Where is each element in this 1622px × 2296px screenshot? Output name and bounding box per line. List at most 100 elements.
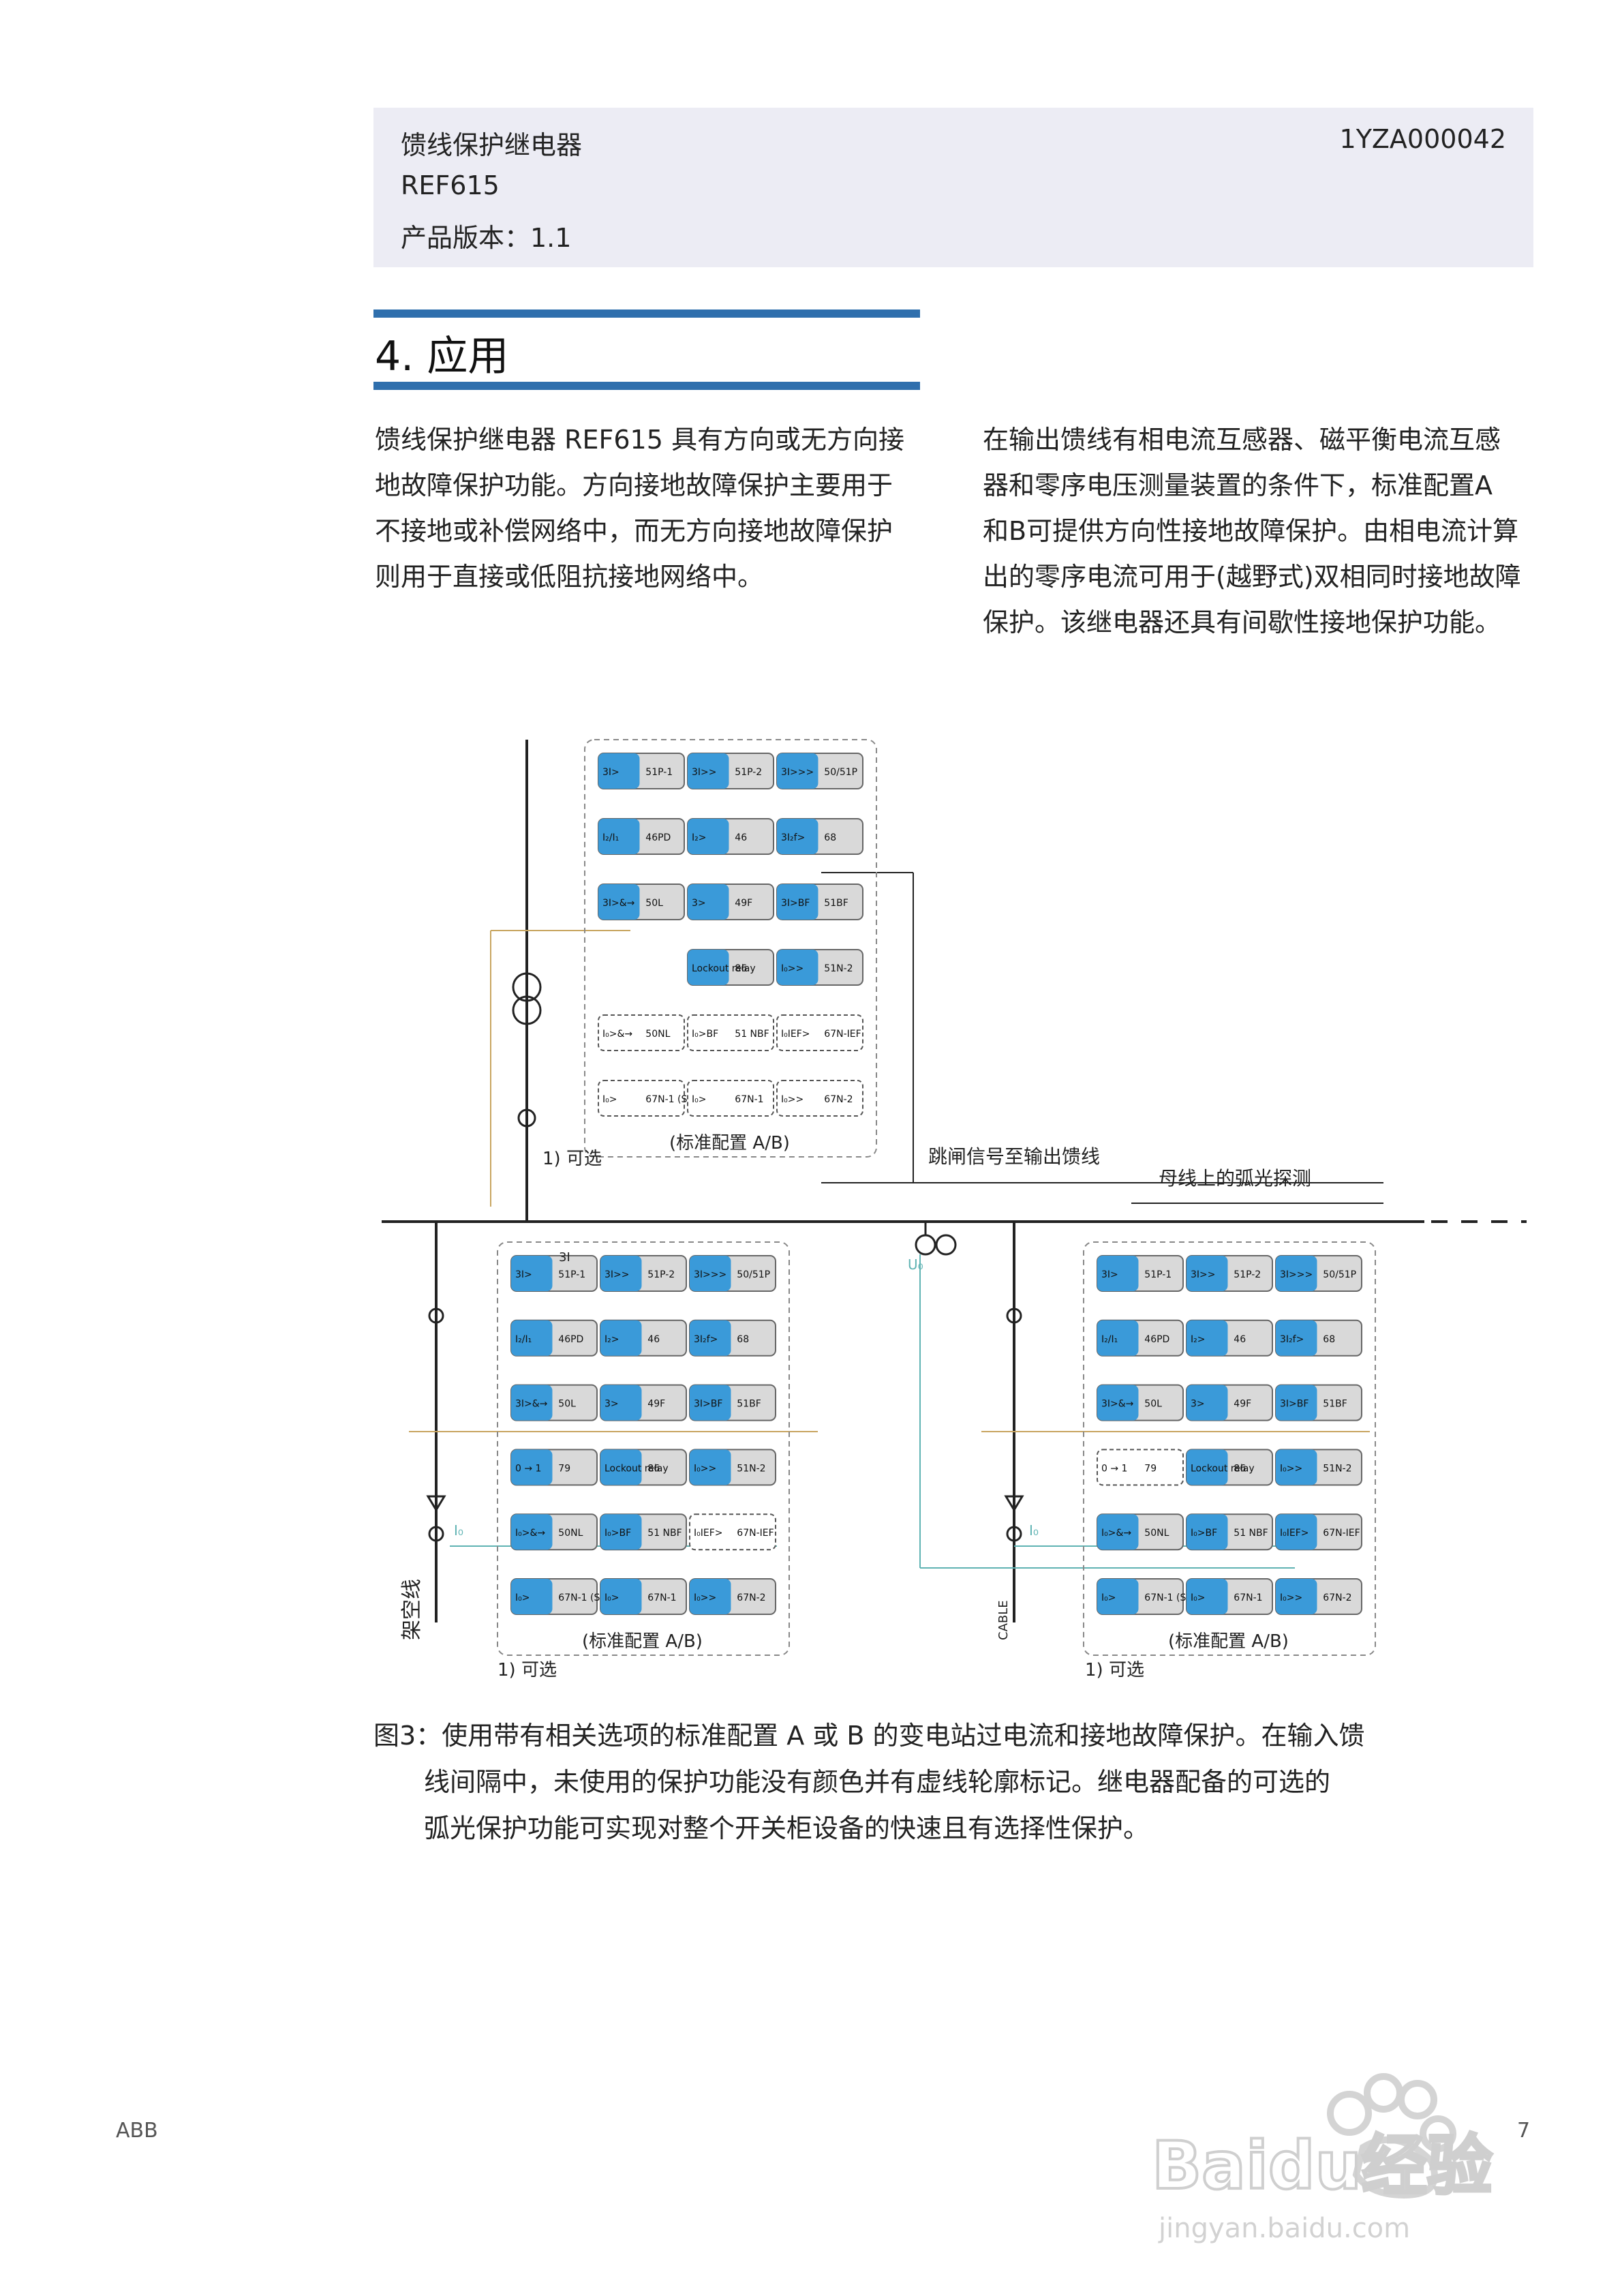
block-symbol: I₂> [692,832,706,843]
block-symbol: 3I> [602,767,619,778]
block-symbol-area [511,1579,553,1614]
relay-outline [584,739,877,1158]
function-block: I₀>67N-1 (SEF) [1097,1578,1202,1615]
block-code: 51N-2 [824,963,853,974]
block-code: 51N-2 [737,1463,765,1474]
block-symbol-area [690,1320,731,1356]
block-code: 51BF [737,1399,761,1410]
block-code: 46 [735,832,747,843]
block-code: 67N-2 [737,1592,765,1603]
block-symbol-area [1276,1449,1317,1485]
block-symbol-area [690,1579,731,1614]
block-code: 51P-1 [1144,1269,1172,1280]
block-symbol-area [777,819,818,854]
function-block: 3I₂f>68 [1275,1319,1362,1357]
block-code: 51P-1 [645,767,673,778]
block-symbol-area [1187,1320,1228,1356]
function-block: I₀>>67N-2 [689,1578,776,1615]
optional-label: 1) 可选 [1085,1660,1144,1680]
block-symbol: 3I>>> [1280,1269,1313,1280]
watermark-url: jingyan.baidu.com [1158,2213,1410,2244]
trip-signal-label: 跳闸信号至输出馈线 [928,1145,1100,1168]
function-block: 3>49F [1186,1384,1273,1421]
transformer-winding [512,995,542,1025]
block-symbol: 3> [692,898,706,909]
function-block: 3I>51P-1 [1097,1255,1184,1292]
block-symbol: 3I>> [605,1269,630,1280]
block-code: 86 [647,1463,660,1474]
block-symbol-area [1187,1514,1228,1550]
block-code: 51BF [824,898,848,909]
block-body [1097,1449,1184,1486]
figure-caption: 图3：使用带有相关选项的标准配置 A 或 B 的变电站过电流和接地故障保护。在输… [373,1712,1365,1852]
block-symbol: I₂> [1191,1334,1205,1345]
block-symbol-area [1276,1514,1317,1550]
transformer-winding [512,972,542,1002]
function-block: I₂>46 [1186,1319,1273,1357]
function-block: 3I>>>50/51P [1275,1255,1362,1292]
block-symbol-area [600,1256,642,1291]
function-block: 3I₂f>68 [776,818,863,855]
section-bottom-rule [373,382,920,390]
block-code: 50/51P [824,767,857,778]
block-symbol: I₀>> [781,1094,804,1105]
caption-line: 线间隔中，未使用的保护功能没有颜色并有虚线轮廓标记。继电器配备的可选的 [424,1767,1331,1797]
block-symbol-area [511,1449,553,1485]
block-code: 50NL [558,1528,583,1539]
block-code: 51N-2 [1323,1463,1351,1474]
paragraph-right: 在输出馈线有相电流互感器、磁平衡电流互感 器和零序电压测量装置的条件下，标准配置… [983,417,1521,646]
function-block: 3I>51P-1 [510,1255,598,1292]
block-code: 50L [558,1399,576,1410]
block-code: 46 [647,1334,660,1345]
block-symbol-area [600,1320,642,1356]
block-code: 51P-2 [647,1269,675,1280]
block-symbol-area [1097,1385,1139,1421]
block-symbol-area [600,1449,642,1485]
block-code: 51P-2 [735,767,762,778]
function-block: 3I>>>50/51P [689,1255,776,1292]
surge-arrester [1004,1495,1024,1512]
function-block: I₀IEF>67N-IEF [1275,1513,1362,1551]
block-code: 68 [1323,1334,1335,1345]
function-block: I₀>>51N-2 [1275,1449,1362,1486]
block-symbol-area [777,950,818,985]
function-block: I₀>67N-1 (SEF) [510,1578,615,1615]
paragraph-line: 出的零序电流可用于(越野式)双相同时接地故障 [983,562,1521,592]
block-symbol: I₀>&→ [1101,1528,1131,1539]
block-symbol: I₀IEF> [694,1528,723,1539]
block-symbol: 3I> [515,1269,532,1280]
section-top-rule [373,309,920,318]
block-code: 67N-2 [824,1094,853,1105]
block-symbol: I₀> [1101,1592,1116,1603]
block-code: 50L [645,898,663,909]
optional-label: 1) 可选 [498,1660,557,1680]
baidu-watermark-logo: Baidu经验 jingyan.baidu.com [1150,2073,1494,2244]
block-symbol-area [1097,1514,1139,1550]
overhead-line-label: 架空线 [400,1579,424,1640]
block-symbol: I₀IEF> [781,1029,810,1040]
function-block: I₀>>51N-2 [689,1449,776,1486]
relay-outline [497,1241,790,1656]
block-code: 51BF [1323,1399,1347,1410]
paragraph-line: 和B可提供方向性接地故障保护。由相电流计算 [983,516,1519,546]
block-symbol-area [1276,1385,1317,1421]
block-code: 67N-1 [647,1592,676,1603]
caption-line: 图3：使用带有相关选项的标准配置 A 或 B 的变电站过电流和接地故障保护。在输… [373,1721,1365,1751]
paragraph-line: 馈线保护继电器 REF615 具有方向或无方向接 [375,425,904,455]
block-symbol-area [690,1256,731,1291]
block-symbol: 3> [605,1399,619,1410]
block-symbol: I₀>BF [605,1528,631,1539]
cable-label: CABLE [996,1600,1011,1640]
block-code: 51 NBF [1234,1528,1268,1539]
page-number: 7 [1517,2119,1531,2143]
core-balance-ct [428,1526,444,1542]
config-label: (标准配置 A/B) [669,1133,790,1153]
block-body [687,1080,774,1117]
function-block: I₀>67N-1 (SEF) [598,1080,703,1117]
